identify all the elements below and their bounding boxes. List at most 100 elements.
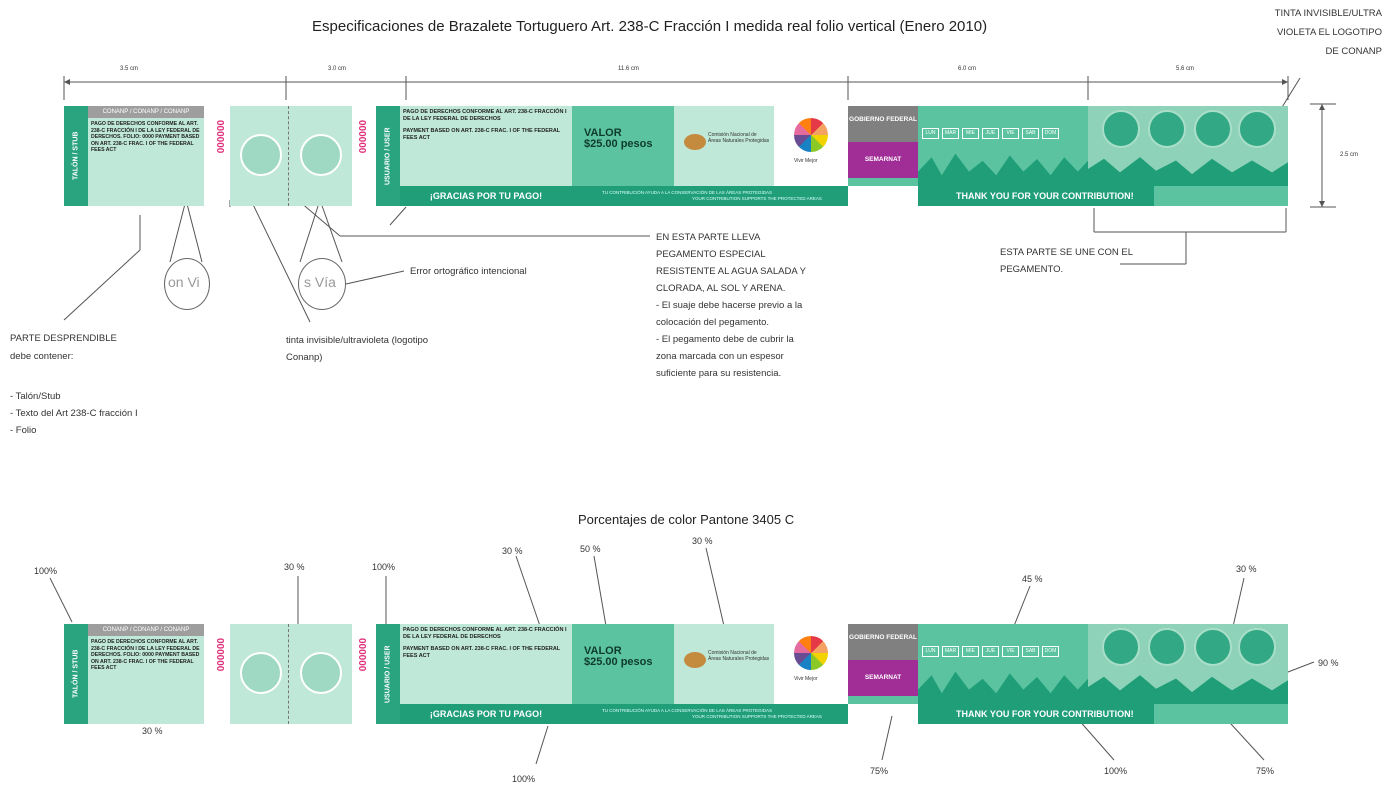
gobierno-panel: GOBIERNO FEDERAL [848,106,918,142]
cubrir-text: - El pegamento debe de cubrir la zona ma… [656,334,794,379]
turtle-logo-icon [1238,110,1276,148]
dim-label-height: 2.5 cm [1340,152,1359,158]
fine-print-2: YOUR CONTRIBUTION SUPPORTS THE PROTECTED… [692,196,822,201]
folio-number: 000000 [214,120,225,154]
pct-label: 45 % [1022,574,1043,584]
pct-label: 100% [1104,766,1128,776]
conanp-panel: Comisión Nacional de Áreas Naturales Pro… [674,624,774,704]
day-box: LUN [922,646,939,657]
stub-header: CONANP / CONANP / CONANP [88,106,204,118]
semarnat-text: SEMARNAT [864,156,902,163]
fine-print-bar: TU CONTRIBUCIÓN AYUDA A LA CONSERVACIÓN … [572,186,848,206]
pago-panel: PAGO DE DERECHOS CONFORME AL ART. 238-C … [400,624,572,704]
turtle-panel [1088,624,1288,704]
gracias-text: ¡GRACIAS POR TU PAGO! [429,191,543,201]
day-box: VIE [1002,128,1019,139]
colors-title: Porcentajes de color Pantone 3405 C [578,512,795,527]
stub-strip: TALÓN / STUB [64,106,88,206]
uv-logo-icon [300,652,342,694]
vivir-mejor-panel: Vivir Mejor [774,106,848,186]
glue-strip [1154,704,1288,724]
pegamento-note: EN ESTA PARTE LLEVA PEGAMENTO ESPECIAL R… [656,229,806,382]
thanks-bar: THANK YOU FOR YOUR CONTRIBUTION! [918,186,1154,206]
tinta-invisible-note: tinta invisible/ultravioleta (logotipo C… [286,335,429,363]
bracelet-bottom: TALÓN / STUB CONANP / CONANP / CONANP PA… [64,624,1288,728]
zoom-text-2: s Vía [304,274,336,290]
pct-label: 100% [512,774,536,784]
stub-label: TALÓN / STUB [72,131,80,181]
day-box: MAR [942,128,959,139]
pago-text: PAGO DE DERECHOS CONFORME AL ART. 238-C … [403,627,567,640]
fine-print-2: YOUR CONTRIBUTION SUPPORTS THE PROTECTED… [692,714,822,719]
stub-panel: CONANP / CONANP / CONANP PAGO DE DERECHO… [88,624,204,724]
uv-panel [230,106,352,206]
semarnat-text: SEMARNAT [864,674,902,681]
user-label: USUARIO / USER [384,645,392,703]
conanp-logo-text: Comisión Nacional de Áreas Naturales Pro… [708,650,770,662]
gracias-text: ¡GRACIAS POR TU PAGO! [429,709,543,719]
conanp-logo-text: Comisión Nacional de Áreas Naturales Pro… [708,132,770,144]
fine-print-bar: TU CONTRIBUCIÓN AYUDA A LA CONSERVACIÓN … [572,704,848,724]
uv-logo-icon [240,134,282,176]
gobierno-text: GOBIERNO FEDERAL [849,634,917,641]
turtle-logo-icon [1148,110,1186,148]
pct-label: 100% [34,566,58,576]
gobierno-text: GOBIERNO FEDERAL [849,116,917,123]
semarnat-panel: SEMARNAT [848,660,918,696]
stub-text: PAGO DE DERECHOS CONFORME AL ART. 238-C … [91,121,200,154]
day-box: MIE [962,128,979,139]
folio-number: 000000 [356,638,367,672]
glue-strip [1154,186,1288,206]
une-note: ESTA PARTE SE UNE CON EL PEGAMENTO. [1000,247,1133,275]
pegamento-text: EN ESTA PARTE LLEVA PEGAMENTO ESPECIAL R… [656,232,806,294]
valor-panel: VALOR $25.00 pesos [572,624,674,704]
day-box: VIE [1002,646,1019,657]
zoom-text-1: on Vi [168,274,200,290]
gap-panel [848,178,918,186]
pct-label: 30 % [692,536,713,546]
turtle-silhouette [918,671,1088,704]
semarnat-panel: SEMARNAT [848,142,918,178]
valor-label: VALOR [584,127,622,139]
pct-label: 75% [1256,766,1275,776]
turtle-silhouette [1088,675,1288,704]
main-title: Especificaciones de Brazalete Tortuguero… [312,18,988,35]
vivir-mejor-logo-icon [794,636,828,670]
perforation-line [288,106,289,206]
fine-print-1: TU CONTRIBUCIÓN AYUDA A LA CONSERVACIÓN … [602,190,773,195]
folio-number: 000000 [356,120,367,154]
uv-panel [230,624,352,724]
stub-strip: TALÓN / STUB [64,624,88,724]
folio-number: 000000 [214,638,225,672]
dim-label-4: 6.0 cm [958,66,977,72]
turtle-silhouette [1088,157,1288,186]
conanp-logo-icon [684,134,706,150]
pct-label: 30 % [502,546,523,556]
gracias-bar: ¡GRACIAS POR TU PAGO! [400,704,572,724]
stub-label: TALÓN / STUB [72,649,80,699]
gobierno-panel: GOBIERNO FEDERAL [848,624,918,660]
gap-panel [848,696,918,704]
vivir-mejor-text: Vivir Mejor [794,676,818,682]
turtle-silhouette [918,153,1088,186]
day-box: DOM [1042,646,1059,657]
zoom-oval-1 [164,258,210,310]
day-box: DOM [1042,128,1059,139]
uv-logo-icon [240,652,282,694]
thanks-text: THANK YOU FOR YOUR CONTRIBUTION! [956,709,1134,719]
turtle-panel [1088,106,1288,186]
stub-text: PAGO DE DERECHOS CONFORME AL ART. 238-C … [91,639,200,672]
day-box: LUN [922,128,939,139]
day-box: JUE [982,128,999,139]
error-note: Error ortográfico intencional [410,266,527,277]
vivir-mejor-logo-icon [794,118,828,152]
pct-label: 75% [870,766,889,776]
tinta-top-note: TINTA INVISIBLE/ULTRA VIOLETA EL LOGOTIP… [1274,8,1382,57]
suaje-text: - El suaje debe hacerse previo a la colo… [656,300,803,328]
zoom-oval-2 [298,258,346,310]
perforation-line [288,624,289,724]
pago-text-en: PAYMENT BASED ON ART. 238-C FRAC. I OF T… [403,128,561,141]
turtle-logo-icon [1148,628,1186,666]
pct-label: 90 % [1318,658,1339,668]
